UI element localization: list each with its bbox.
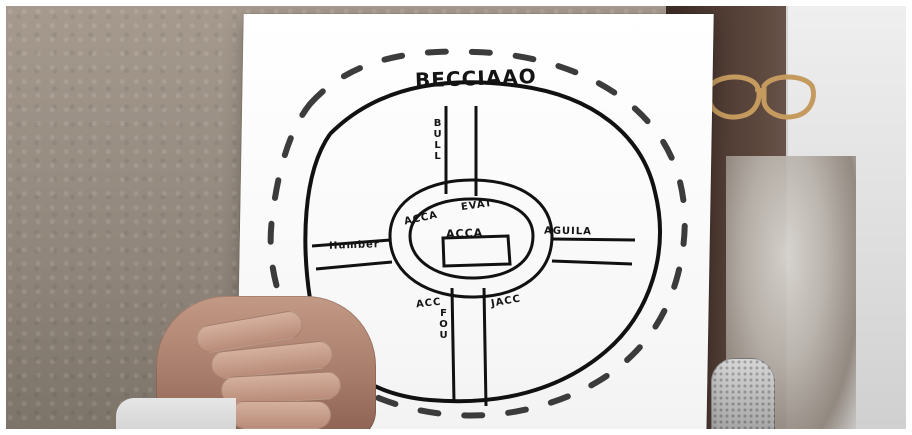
label-west: Humber (329, 239, 380, 252)
label-east: AGUILA (544, 226, 592, 238)
sleeve (116, 398, 236, 435)
drawing-title: BECCIAAO (415, 64, 546, 93)
label-south-vertical: FOU (438, 308, 448, 341)
glasses-icon (702, 68, 820, 130)
finger (231, 401, 331, 429)
label-center: ACCA (446, 226, 484, 240)
microphone (711, 358, 775, 435)
label-north-vertical: BULL (432, 118, 442, 162)
